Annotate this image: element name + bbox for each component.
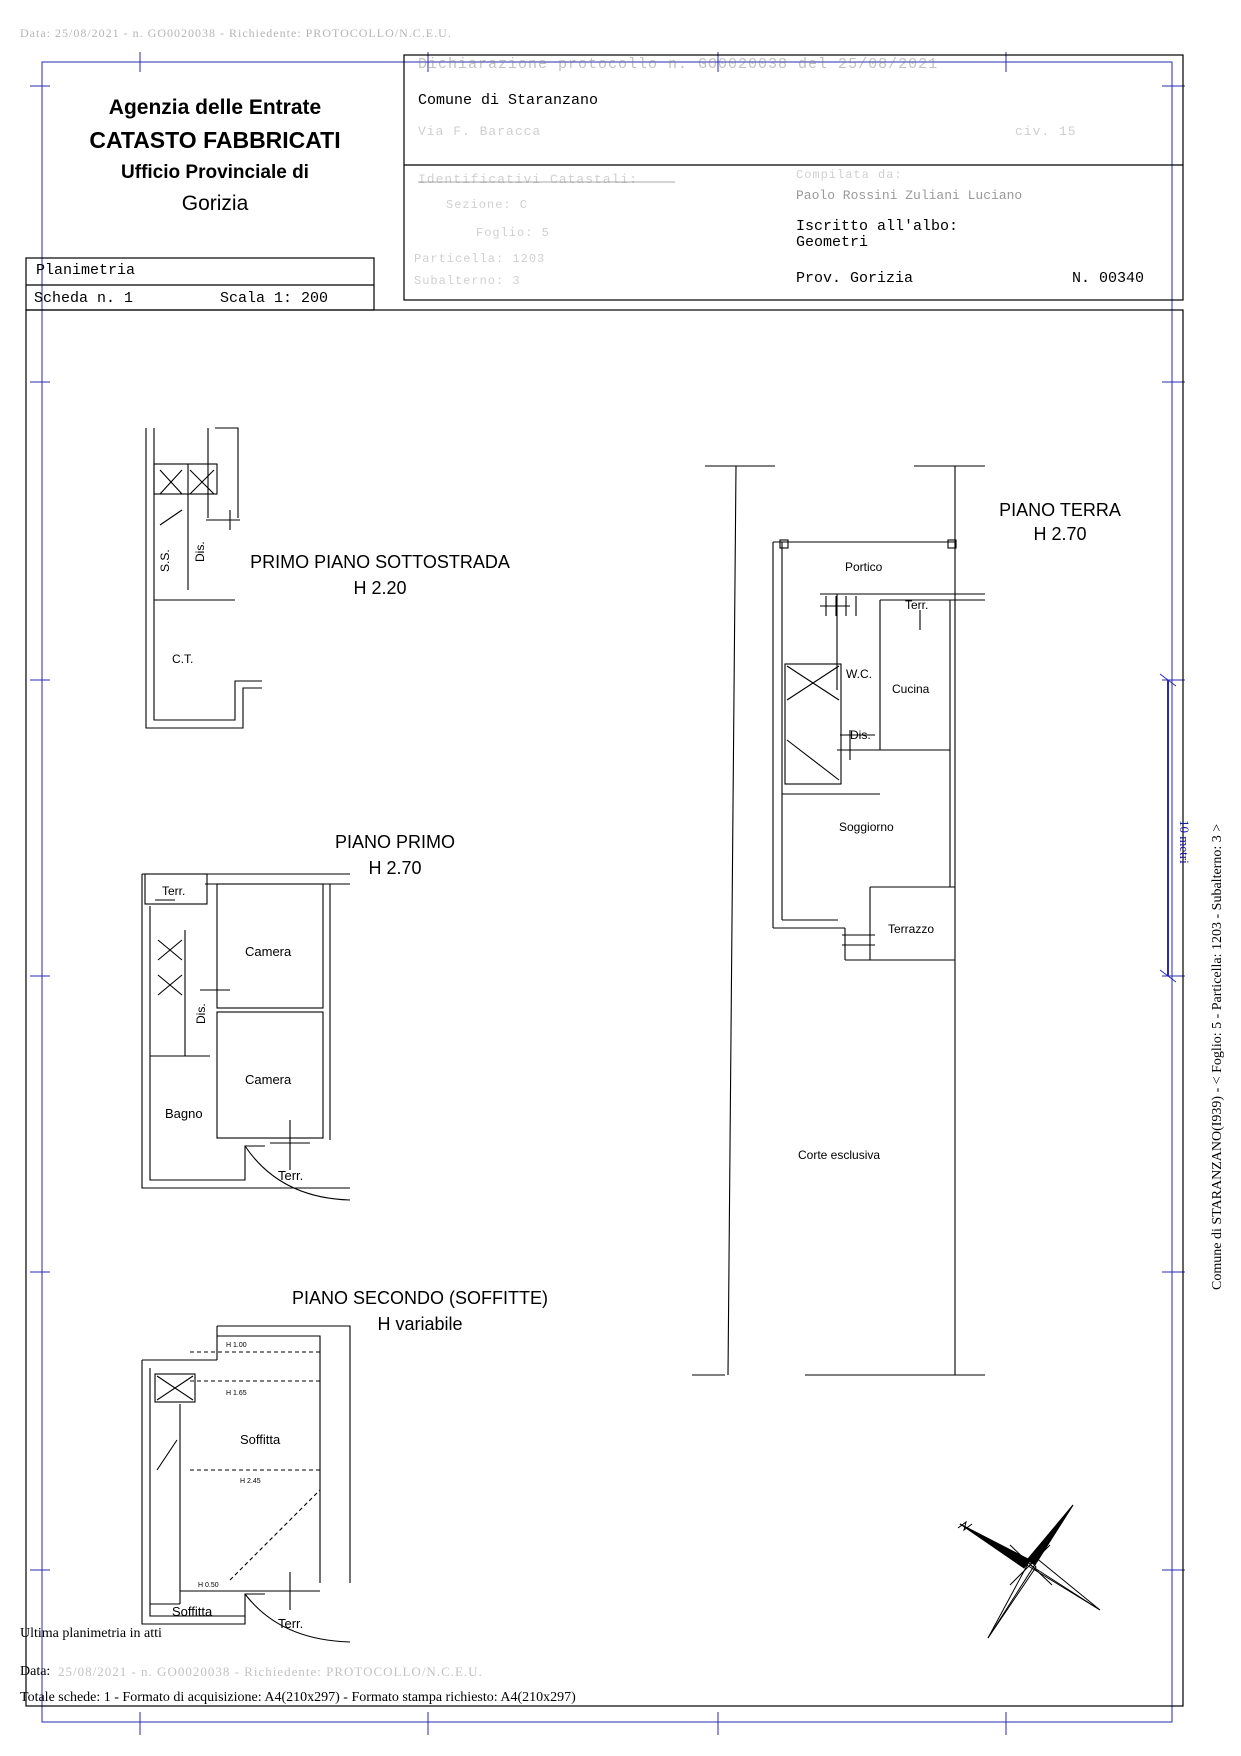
room-label-portico: Portico xyxy=(845,560,883,574)
plan-secondo xyxy=(141,1325,351,1643)
professional-name: Paolo Rossini Zuliani Luciano xyxy=(796,188,1023,203)
scheda-label: Scheda n. 1 xyxy=(34,290,134,307)
height-label: H 1.00 xyxy=(226,1342,247,1349)
floor-height-terra: H 2.70 xyxy=(1033,524,1087,544)
scale-label: Scala 1: 200 xyxy=(220,290,329,307)
footer-totals: Totale schede: 1 - Formato di acquisizio… xyxy=(20,1690,576,1705)
plan-terra xyxy=(692,465,985,1376)
room-label-dis: Dis. xyxy=(194,1003,208,1024)
floor-title-terra: PIANO TERRA xyxy=(999,500,1121,520)
height-label: H 0.50 xyxy=(198,1582,219,1589)
room-label-ss: S.S. xyxy=(158,549,172,572)
foglio-value: Foglio: 5 xyxy=(476,226,550,240)
height-label: H 1.65 xyxy=(226,1390,247,1397)
albo-label: Iscritto all'albo: xyxy=(796,218,959,235)
address-line: Via F. Baracca xyxy=(418,124,542,139)
floor-height-sottostrada: H 2.20 xyxy=(353,578,407,598)
particella-value: Particella: 1203 xyxy=(414,252,546,266)
sheet-frames xyxy=(25,54,1184,1707)
footer-data-label: Data: xyxy=(20,1664,51,1679)
plan-primo xyxy=(141,873,351,1201)
room-label-terrazzo: Terrazzo xyxy=(888,922,935,936)
side-reference-text: Comune di STARANZANO(I939) - < Foglio: 5… xyxy=(1210,823,1225,1290)
room-label-terr: Terr. xyxy=(162,884,186,898)
cadastral-title: Identificativi Catastali: xyxy=(418,172,639,187)
municipality: Comune di Staranzano xyxy=(418,92,599,109)
civic-number: civ. 15 xyxy=(1015,124,1077,139)
crop-frame xyxy=(30,52,1185,1735)
compass-rose-icon xyxy=(957,1504,1101,1639)
room-label-camera: Camera xyxy=(245,1072,292,1087)
room-label-soffitta: Soffitta xyxy=(172,1604,213,1619)
province-label: Prov. Gorizia xyxy=(796,270,914,287)
plan-sottostrada xyxy=(145,427,262,729)
room-label-bagno: Bagno xyxy=(165,1106,203,1121)
room-label-ct: C.T. xyxy=(172,652,194,666)
top-header-text: Data: 25/08/2021 - n. GO0020038 - Richie… xyxy=(20,26,452,40)
sheet-title: Planimetria xyxy=(36,262,136,279)
scale-bar-label: 10 metri xyxy=(1177,820,1192,864)
office-label: Ufficio Provinciale di xyxy=(121,162,309,183)
floor-height-primo: H 2.70 xyxy=(368,858,422,878)
room-label-terr: Terr. xyxy=(278,1168,304,1183)
protocol-line: Dichiarazione protocollo n. GO0020038 de… xyxy=(418,56,939,73)
room-label-wc: W.C. xyxy=(846,667,872,681)
room-label-soggiorno: Soggiorno xyxy=(839,820,894,834)
floor-title-secondo: PIANO SECONDO (SOFFITTE) xyxy=(291,1288,548,1308)
floor-height-secondo: H variabile xyxy=(377,1314,463,1334)
sezione-value: Sezione: C xyxy=(446,198,529,212)
registration-number: N. 00340 xyxy=(1072,270,1145,287)
room-label-soffitta: Soffitta xyxy=(240,1432,281,1447)
room-label-dis: Dis. xyxy=(193,541,207,562)
room-label-corte: Corte esclusiva xyxy=(798,1148,881,1162)
compiled-by-label: Compilata da: xyxy=(796,168,903,182)
agency-name: Agenzia delle Entrate xyxy=(108,96,322,119)
room-label-terr: Terr. xyxy=(905,598,929,612)
room-label-terr: Terr. xyxy=(278,1616,304,1631)
footer-data-value: 25/08/2021 - n. GO0020038 - Richiedente:… xyxy=(58,1664,483,1679)
province-name: Gorizia xyxy=(181,192,249,215)
albo-value: Geometri xyxy=(796,234,869,251)
floor-title-primo: PIANO PRIMO xyxy=(334,832,455,852)
height-label: H 2.45 xyxy=(240,1478,261,1485)
registry-name: CATASTO FABBRICATI xyxy=(89,127,341,153)
room-label-camera: Camera xyxy=(245,944,292,959)
floor-title-sottostrada: PRIMO PIANO SOTTOSTRADA xyxy=(250,552,510,572)
room-label-cucina: Cucina xyxy=(892,682,930,696)
subalterno-value: Subalterno: 3 xyxy=(414,274,521,288)
last-plan-note: Ultima planimetria in atti xyxy=(20,1626,162,1641)
room-label-dis: Dis. xyxy=(850,728,871,742)
